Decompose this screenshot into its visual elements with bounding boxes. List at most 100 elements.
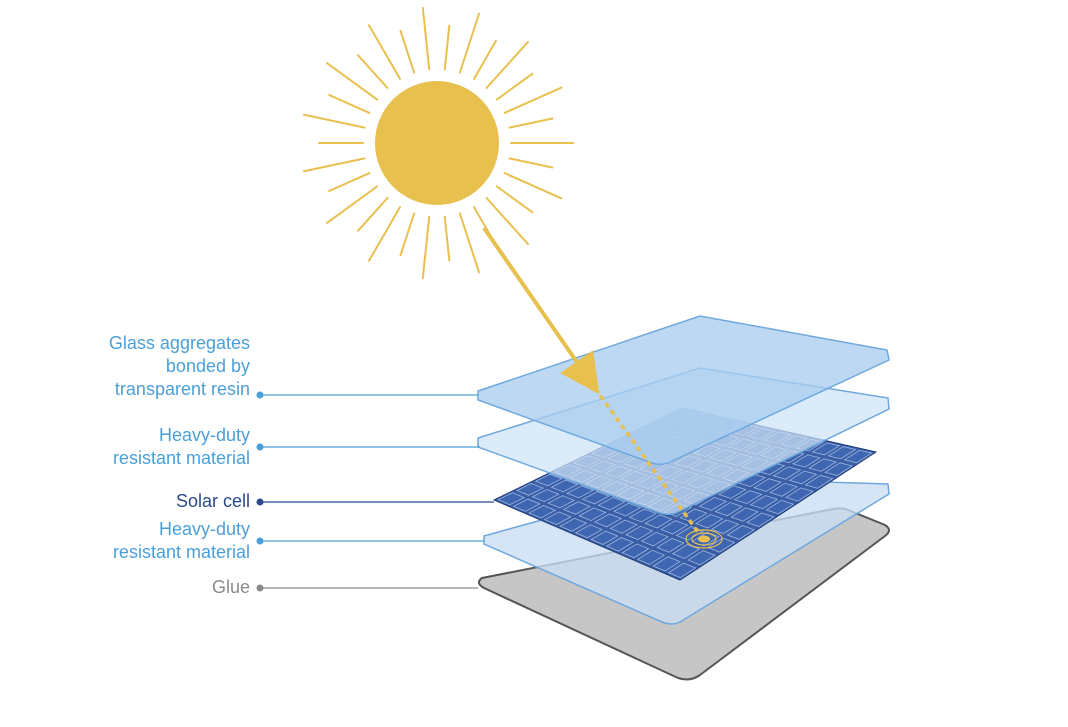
solar-cell-unit xyxy=(531,489,560,503)
sun-ray xyxy=(368,24,401,80)
solar-cell-unit xyxy=(726,525,756,540)
solar-cell-unit xyxy=(706,537,736,553)
solar-cell-unit xyxy=(574,524,603,539)
solar-cell-unit xyxy=(547,495,576,509)
sun-ray xyxy=(399,29,416,74)
sun-ray xyxy=(495,72,534,101)
sun-ray xyxy=(325,62,379,101)
solar-cell-unit xyxy=(497,492,526,506)
solar-cell-unit xyxy=(772,466,802,480)
label-heavy-duty-top: Heavy-duty resistant material xyxy=(113,424,250,470)
sun-ray xyxy=(302,113,366,129)
solar-cell-unit xyxy=(714,502,744,517)
solar-cell-unit xyxy=(694,514,724,529)
solar-cell-unit xyxy=(769,482,798,497)
solar-cell-unit xyxy=(578,507,607,522)
sun-ray xyxy=(325,185,379,224)
solar-cell-unit xyxy=(749,495,779,510)
solar-cell-unit xyxy=(628,508,658,523)
solar-cell-unit xyxy=(659,520,689,535)
solar-cell-unit xyxy=(733,490,763,505)
sun-ray xyxy=(399,212,416,257)
solar-cell-unit xyxy=(808,458,838,472)
sun-ray xyxy=(357,196,389,232)
solar-cell-unit xyxy=(671,544,701,560)
sun-ray xyxy=(458,212,481,274)
sun-ray xyxy=(368,206,401,262)
solar-cell-unit xyxy=(811,442,841,456)
solar-cell-unit xyxy=(791,454,821,468)
label-heavy-duty-top-line-2: resistant material xyxy=(112,448,250,468)
solar-cell-unit xyxy=(745,512,775,528)
solar-cell-unit xyxy=(550,479,579,493)
glass-layer xyxy=(477,315,890,466)
sun-ray xyxy=(421,215,431,280)
label-solar-cell: Solar cell xyxy=(176,490,250,513)
sun-ray xyxy=(302,157,366,173)
sun-ray xyxy=(443,215,451,262)
solar-cell-unit xyxy=(644,514,673,529)
solar-cell-unit xyxy=(824,462,854,476)
leader-line-heavy-duty-bottom xyxy=(256,537,484,545)
solar-cell-unit xyxy=(679,508,708,523)
solar-cell-unit xyxy=(827,446,857,460)
solar-cell-unit xyxy=(515,482,545,496)
sun-ray xyxy=(508,117,554,129)
solar-cell-unit xyxy=(566,485,595,499)
leader-line-solar-cell xyxy=(256,498,494,506)
solar-cell-unit xyxy=(656,537,685,553)
solar-cell-unit xyxy=(590,530,619,545)
solar-cell-unit xyxy=(512,498,541,512)
solar-cell-unit xyxy=(753,478,782,492)
solar-cell-unit xyxy=(534,473,563,487)
label-solar-cell-line-1: Solar cell xyxy=(175,491,250,511)
solar-cell-unit xyxy=(605,537,635,552)
solar-cell-unit xyxy=(640,531,669,547)
solar-cell-unit xyxy=(528,505,557,519)
solar-cell-unit xyxy=(652,556,681,572)
solar-cell-unit xyxy=(788,470,818,485)
label-heavy-duty-bottom-line-2: resistant material xyxy=(112,542,250,562)
sunlight-ray-arrow xyxy=(482,226,702,537)
label-heavy-duty-bottom-line-1: Heavy-duty xyxy=(158,519,250,539)
sun-ray xyxy=(485,196,530,246)
sun-ray xyxy=(503,86,563,114)
solar-cell-unit xyxy=(581,491,610,505)
solar-cell-unit xyxy=(621,543,650,559)
sun-ray xyxy=(473,39,497,80)
sun-ray xyxy=(508,157,554,169)
label-glass-line-3: transparent resin xyxy=(114,379,250,399)
sun-ray xyxy=(421,6,431,71)
solar-cell-unit xyxy=(597,496,626,511)
solar-cell-unit xyxy=(843,449,873,464)
leader-line-heavy-duty-top xyxy=(256,443,480,451)
sun-ray xyxy=(503,172,563,200)
sun-ray xyxy=(495,185,534,214)
sun-ray xyxy=(328,94,371,114)
solar-cell-unit xyxy=(698,496,728,511)
solar-cell-unit xyxy=(562,501,591,515)
label-heavy-duty-top-line-1: Heavy-duty xyxy=(158,425,250,445)
label-glass-aggregates: Glass aggregates bonded by transparent r… xyxy=(109,332,250,401)
solar-cell-unit xyxy=(593,513,623,528)
solar-cell-unit xyxy=(710,519,740,535)
sun-icon xyxy=(302,6,574,280)
sun-ray xyxy=(485,40,530,90)
impact-ripple-icon xyxy=(685,529,723,549)
solar-cell-unit xyxy=(613,502,642,517)
solar-cell-unit xyxy=(543,511,572,526)
solar-cell-unit xyxy=(609,519,638,534)
label-glue: Glue xyxy=(212,576,250,599)
solar-cell-unit xyxy=(559,517,588,532)
label-glass-line-1: Glass aggregates xyxy=(108,333,250,353)
solar-cell-unit xyxy=(687,550,716,566)
label-heavy-duty-bottom: Heavy-duty resistant material xyxy=(113,518,250,564)
label-glass-line-2: bonded by xyxy=(165,356,250,376)
solar-cell-unit xyxy=(804,474,834,489)
sun-ray xyxy=(443,24,451,71)
label-glue-line-1: Glue xyxy=(211,577,250,597)
leader-line-glass xyxy=(256,391,478,399)
sun-ray xyxy=(328,172,371,192)
solar-cell-unit xyxy=(625,525,654,541)
